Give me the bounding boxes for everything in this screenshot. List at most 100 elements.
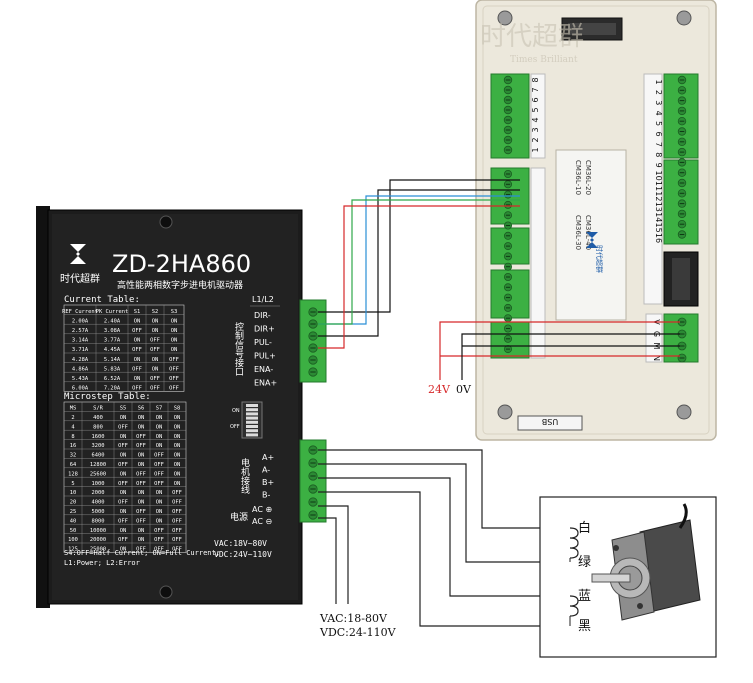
terminal-screw-icon[interactable] [503,262,512,271]
terminal-screw-icon[interactable] [677,209,687,219]
table-header-cell: S8 [174,406,181,412]
motor-wires [318,449,570,627]
table-cell: ON [138,415,145,421]
terminal-screw-icon[interactable] [308,331,318,341]
terminal-screw-icon[interactable] [677,353,687,363]
terminal-screw-icon[interactable] [503,252,512,261]
terminal-screw-icon[interactable] [677,230,687,239]
terminal-screw-icon[interactable] [677,75,687,85]
controller-brand: 时代超群 [595,245,604,273]
power-spec-line1: VAC:18V~80V [214,539,267,548]
terminal-screw-icon[interactable] [677,199,687,208]
terminal-screw-icon[interactable] [503,125,513,135]
terminal-screw-icon[interactable] [308,307,318,317]
dip-key[interactable] [246,425,258,428]
table-cell: 50 [70,528,77,534]
table-header-cell: PK Current [96,309,128,315]
terminal-screw-icon[interactable] [677,178,687,188]
dip-switch[interactable]: ON OFF [230,401,263,439]
terminal-screw-icon[interactable] [677,127,687,136]
terminal-screw-icon[interactable] [503,283,512,292]
terminal-screw-icon[interactable] [677,106,687,116]
driver-footer-line2: L1:Power; L2:Error [64,559,140,567]
dip-key[interactable] [246,404,258,407]
terminal-screw-icon[interactable] [503,115,513,125]
terminal-screw-icon[interactable] [503,200,512,209]
terminal-screw-icon[interactable] [677,96,687,105]
terminal-screw-icon[interactable] [503,272,512,281]
terminal-screw-icon[interactable] [677,116,687,126]
terminal-screw-icon[interactable] [503,211,512,220]
terminal-number: 16 [654,233,663,243]
terminal-screw-icon[interactable] [503,135,513,145]
terminal-screw-icon[interactable] [308,319,318,329]
table-cell: OFF [150,338,160,344]
terminal-screw-icon[interactable] [308,367,318,377]
terminal-screw-icon[interactable] [677,86,687,95]
dip-key[interactable] [246,420,258,424]
terminal-screw-icon[interactable] [503,314,512,323]
terminal-screw-icon[interactable] [503,231,512,240]
table-cell: ON [138,424,145,430]
terminal-screw-icon[interactable] [677,147,687,157]
terminal-screw-icon[interactable] [677,168,687,177]
terminal-screw-icon[interactable] [308,355,318,365]
terminal-screw-icon[interactable] [503,75,513,85]
usb-port[interactable] [517,415,583,431]
dip-key[interactable] [246,416,258,420]
terminal-screw-icon[interactable] [503,169,512,178]
coil-icon [569,595,579,617]
table-header-cell: S1 [134,309,141,315]
table-cell: 6.00A [72,386,89,392]
terminal-screw-icon[interactable] [503,242,512,251]
table-header-cell: S7 [156,406,163,412]
terminal-screw-icon[interactable] [308,343,318,353]
dip-key[interactable] [246,429,258,433]
terminal-screw-icon[interactable] [503,293,512,302]
terminal-screw-icon[interactable] [503,180,512,189]
terminal-number: 7 [654,142,663,147]
terminal-screw-icon[interactable] [503,145,513,155]
table-cell: 7.20A [104,386,121,392]
controller-brand-logo [586,232,598,248]
screw-icon [497,404,513,420]
table-cell: OFF [136,443,146,449]
terminal-screw-icon[interactable] [677,189,687,198]
terminal-screw-icon[interactable] [503,95,513,105]
terminal-screw-icon[interactable] [503,345,512,354]
table-cell: 5.43A [72,376,89,382]
dip-key[interactable] [246,433,258,437]
terminal-screw-icon[interactable] [308,458,318,468]
terminal-screw-icon[interactable] [503,221,512,230]
motor-pin-label: B- [262,491,270,500]
terminal-screw-icon[interactable] [503,105,513,115]
terminal-screw-icon[interactable] [503,324,512,333]
table-cell: 2000 [92,490,105,496]
terminal-screw-icon[interactable] [308,497,318,507]
terminal-number: 5 [531,107,540,112]
terminal-number: 3 [654,100,663,105]
vac-spec-label: VAC:18-80V [319,612,388,625]
terminal-screw-icon[interactable] [677,137,687,146]
table-cell: 4.45A [104,347,121,353]
terminal-screw-icon[interactable] [503,303,512,312]
dip-key[interactable] [246,412,258,416]
power-spec-line2: VDC:24V~110V [214,550,272,559]
table-cell: 4.86A [72,366,89,372]
terminal-screw-icon[interactable] [503,85,513,95]
table-cell: ON [156,500,163,506]
terminal-screw-icon[interactable] [308,471,318,481]
terminal-screw-icon[interactable] [677,158,687,167]
table-cell: 16 [70,443,77,449]
controller-watermark: 时代超群 [480,22,584,52]
dip-key[interactable] [246,408,258,412]
terminal-screw-icon[interactable] [677,219,687,229]
terminal-screw-icon[interactable] [308,484,318,494]
table-cell: OFF [172,509,182,515]
terminal-screw-icon[interactable] [503,334,512,343]
terminal-screw-icon[interactable] [308,510,318,520]
terminal-screw-icon[interactable] [308,445,318,455]
table-header-cell: MS [70,406,77,412]
table-cell: ON [152,366,159,372]
terminal-screw-icon[interactable] [503,190,512,199]
